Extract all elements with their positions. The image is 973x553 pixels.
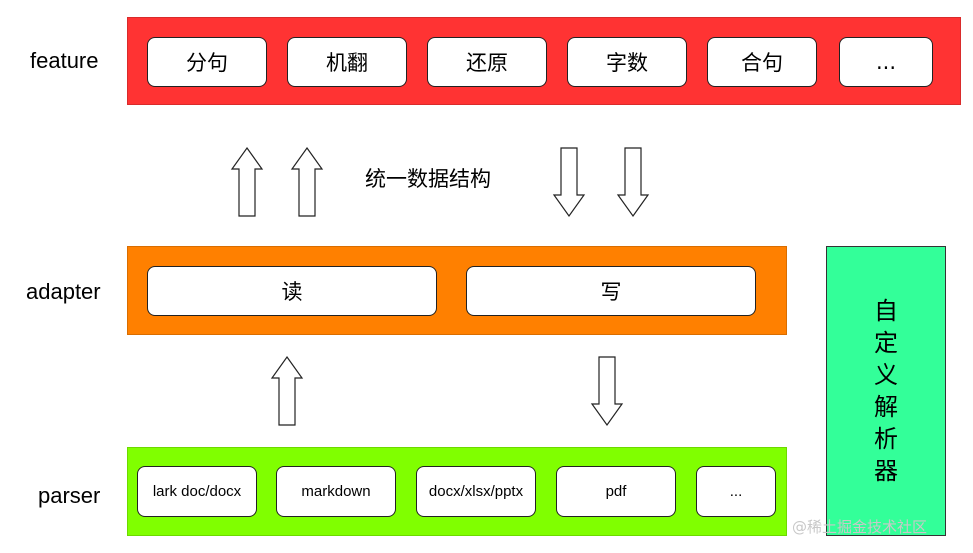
custom-parser-char: 自 <box>874 297 898 325</box>
feature-item-more: ... <box>839 37 933 87</box>
down-arrow-icon <box>590 356 624 427</box>
parser-item-pdf: pdf <box>556 466 676 517</box>
custom-parser-char: 解 <box>874 393 898 421</box>
adapter-layer-label: adapter <box>26 279 101 304</box>
feature-item-restore: 还原 <box>427 37 547 87</box>
parser-item-lark-doc: lark doc/docx <box>137 466 257 517</box>
feature-item-sentence-split: 分句 <box>147 37 267 87</box>
parser-item-more: ... <box>696 466 776 517</box>
custom-parser-char: 义 <box>874 361 898 389</box>
custom-parser-char: 器 <box>874 457 898 485</box>
up-arrow-icon <box>230 146 264 217</box>
adapter-item-read: 读 <box>147 266 437 316</box>
feature-item-word-count: 字数 <box>567 37 687 87</box>
adapter-item-write: 写 <box>466 266 756 316</box>
up-arrow-icon <box>290 146 324 217</box>
parser-item-office: docx/xlsx/pptx <box>416 466 536 517</box>
up-arrow-icon <box>270 355 304 426</box>
custom-parser-char: 定 <box>874 329 898 357</box>
feature-item-sentence-merge: 合句 <box>707 37 817 87</box>
custom-parser-char: 析 <box>874 425 898 453</box>
feature-layer-label: feature <box>30 48 99 73</box>
parser-layer-label: parser <box>38 483 101 508</box>
down-arrow-icon <box>552 147 586 218</box>
feature-item-machine-translation: 机翻 <box>287 37 407 87</box>
unified-data-structure-label: 统一数据结构 <box>365 167 491 191</box>
down-arrow-icon <box>616 147 650 218</box>
custom-parser-panel: 自 定 义 解 析 器 <box>826 246 946 536</box>
parser-item-markdown: markdown <box>276 466 396 517</box>
watermark: @稀土掘金技术社区 <box>792 518 928 536</box>
